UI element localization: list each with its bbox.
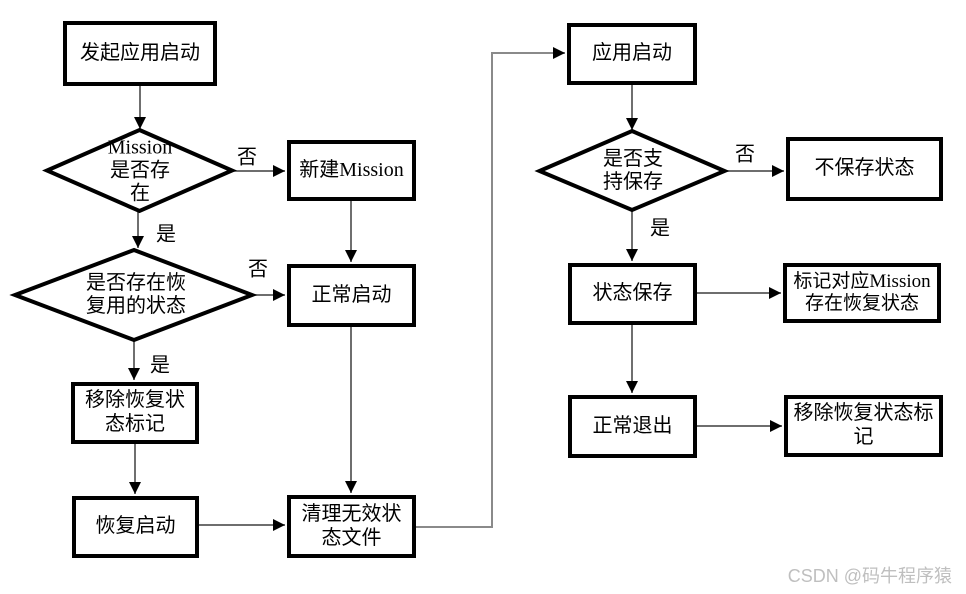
diamond-support-save bbox=[534, 128, 730, 213]
node-normal-exit-label: 正常退出 bbox=[592, 414, 673, 437]
branch-label-yes-save: 是 bbox=[650, 217, 670, 240]
node-new-mission: 新建Mission bbox=[287, 140, 416, 201]
node-remove-recovery-mark: 移除恢复状态标记 bbox=[71, 382, 199, 444]
connector-lines bbox=[128, 85, 784, 531]
branch-label-no-save: 否 bbox=[735, 143, 755, 166]
node-start: 发起应用启动 bbox=[63, 21, 217, 86]
diamond-mission-exists bbox=[42, 127, 237, 214]
node-state-save-label: 状态保存 bbox=[592, 282, 673, 305]
node-mark-mission-recovery: 标记对应Mission存在恢复状态 bbox=[783, 263, 941, 323]
node-remove-recovery-mark-exit: 移除恢复状态标记 bbox=[784, 395, 943, 457]
node-clean-invalid-state-label: 清理无效状态文件 bbox=[301, 502, 402, 549]
edge-clean-to-app-start bbox=[416, 47, 565, 528]
node-start-label: 发起应用启动 bbox=[80, 41, 200, 64]
node-normal-start-label: 正常启动 bbox=[311, 283, 392, 306]
diamond-mission-exists-label: Mission 是否存在 bbox=[107, 136, 173, 205]
node-app-start-label: 应用启动 bbox=[592, 42, 672, 65]
decision-shapes bbox=[9, 127, 730, 343]
node-remove-recovery-mark-label: 移除恢复状态标记 bbox=[85, 389, 185, 435]
branch-label-no-recovery: 否 bbox=[248, 258, 268, 281]
node-recovery-start: 恢复启动 bbox=[72, 496, 199, 558]
node-normal-start: 正常启动 bbox=[287, 264, 416, 327]
node-state-save: 状态保存 bbox=[568, 263, 697, 325]
diamond-recovery-state-exists bbox=[9, 247, 258, 343]
diamond-recovery-state-exists-label: 是否存在恢复用的状态 bbox=[86, 272, 186, 317]
node-new-mission-label: 新建Mission bbox=[299, 158, 404, 181]
branch-label-yes-recovery: 是 bbox=[150, 354, 170, 377]
branch-label-yes-mission: 是 bbox=[156, 223, 176, 246]
node-no-save-state: 不保存状态 bbox=[786, 137, 943, 201]
node-normal-exit: 正常退出 bbox=[568, 395, 697, 458]
node-mark-mission-recovery-label: 标记对应Mission存在恢复状态 bbox=[793, 270, 931, 314]
node-recovery-start-label: 恢复启动 bbox=[95, 515, 176, 538]
csdn-watermark: CSDN @码牛程序猿 bbox=[787, 566, 952, 586]
branch-label-no-mission: 否 bbox=[237, 146, 257, 169]
node-clean-invalid-state: 清理无效状态文件 bbox=[287, 495, 416, 558]
diamond-support-save-label: 是否支持保存 bbox=[603, 148, 663, 193]
node-no-save-state-label: 不保存状态 bbox=[814, 157, 915, 180]
node-remove-recovery-mark-exit-label: 移除恢复状态标记 bbox=[793, 402, 934, 448]
node-app-start: 应用启动 bbox=[567, 23, 697, 85]
